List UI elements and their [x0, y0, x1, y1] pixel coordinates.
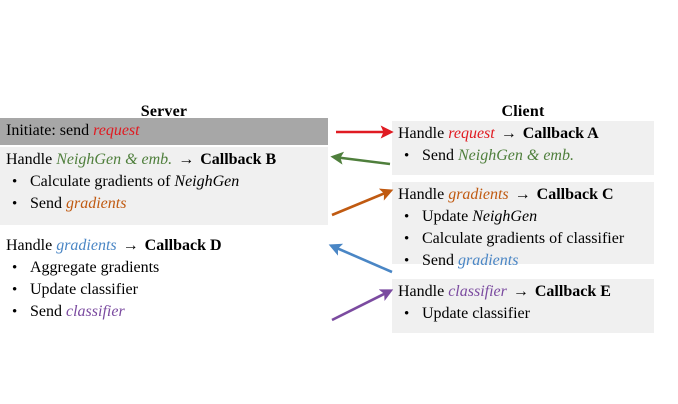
client-panel-callback-e: Handle classifier → Callback E • Update cl… [392, 279, 654, 333]
right-arrow-icon: → [508, 283, 533, 300]
header-prefix: Handle [398, 283, 449, 300]
client-column-title: Client [501, 103, 545, 120]
bullet-icon: • [12, 260, 18, 276]
arrow-gradients-to-client [331, 188, 394, 217]
bullet-prefix: Update [422, 208, 473, 225]
bullet-prefix: Send [30, 195, 66, 212]
bullet-emphasis: gradients [458, 252, 519, 269]
bullet-text: Aggregate gradients [30, 257, 159, 279]
bullet-text: Send classifier [30, 301, 125, 323]
right-arrow-icon: → [510, 186, 535, 203]
bullet-text: Send gradients [422, 250, 518, 272]
header-emphasis: request [448, 125, 495, 142]
header-callback-label: Callback D [144, 237, 222, 254]
header-prefix: Handle [6, 151, 57, 168]
bullet-prefix: Calculate gradients of classifier [422, 230, 625, 247]
arrow-neighgen [330, 151, 391, 166]
header-emphasis: NeighGen & emb. [56, 151, 173, 168]
bullet-icon: • [404, 148, 410, 164]
bullet-icon: • [404, 306, 410, 322]
bullet-prefix: Send [422, 252, 458, 269]
right-arrow-icon: → [174, 151, 199, 168]
bullet-emphasis: NeighGen [472, 208, 538, 225]
server-panel-bullet: • Calculate gradients of NeighGen [6, 171, 322, 193]
bullet-text: Send gradients [30, 193, 126, 215]
header-emphasis: request [93, 122, 140, 139]
client-panel-bullet: • Send NeighGen & emb. [398, 145, 648, 167]
bullet-text: Update NeighGen [422, 206, 537, 228]
bullet-icon: • [12, 282, 18, 298]
bullet-emphasis: NeighGen & emb. [458, 147, 574, 164]
arrow-gradients-to-server [328, 243, 393, 274]
header-callback-label: Callback B [200, 151, 277, 168]
header-prefix: Initiate: send [6, 122, 94, 139]
bullet-prefix: Update classifier [30, 281, 138, 298]
bullet-emphasis: gradients [66, 195, 127, 212]
bullet-text: Update classifier [30, 279, 138, 301]
client-panel-bullet: • Calculate gradients of classifier [398, 228, 648, 250]
client-panel-bullet: • Update classifier [398, 303, 648, 325]
bullet-prefix: Send [422, 147, 458, 164]
header-prefix: Handle [398, 125, 449, 142]
server-panel-bullet: • Update classifier [6, 279, 322, 301]
header-emphasis: classifier [448, 283, 507, 300]
server-column-title: Server [140, 103, 188, 120]
bullet-text: Update classifier [422, 303, 530, 325]
server-panel-header: Initiate: send request [6, 120, 322, 142]
bullet-icon: • [12, 196, 18, 212]
bullet-text: Calculate gradients of NeighGen [30, 171, 239, 193]
client-panel-bullet: • Update NeighGen [398, 206, 648, 228]
bullet-prefix: Aggregate gradients [30, 259, 160, 276]
bullet-emphasis: classifier [66, 303, 125, 320]
server-panel-callback-b: Handle NeighGen & emb. → Callback B • Calc… [0, 147, 328, 225]
header-callback-label: Callback C [536, 186, 614, 203]
header-prefix: Handle [398, 186, 449, 203]
server-panel-header: Handle gradients → Callback D [6, 235, 322, 257]
client-panel-header: Handle classifier → Callback E [398, 281, 648, 303]
arrow-classifier [331, 289, 394, 322]
bullet-text: Send NeighGen & emb. [422, 145, 574, 167]
bullet-emphasis: NeighGen [174, 173, 240, 190]
bullet-prefix: Update classifier [422, 305, 530, 322]
client-panel-header: Handle gradients → Callback C [398, 184, 648, 206]
bullet-prefix: Calculate gradients of [30, 173, 175, 190]
server-panel-initiate: Initiate: send request [0, 118, 328, 145]
client-panel-header: Handle request → Callback A [398, 123, 648, 145]
bullet-prefix: Send [30, 303, 66, 320]
bullet-text: Calculate gradients of classifier [422, 228, 624, 250]
header-prefix: Handle [6, 237, 57, 254]
server-panel-header: Handle NeighGen & emb. → Callback B [6, 149, 322, 171]
server-panel-bullet: • Send classifier [6, 301, 322, 323]
bullet-icon: • [12, 174, 18, 190]
server-panel-bullet: • Send gradients [6, 193, 322, 215]
bullet-icon: • [404, 253, 410, 269]
bullet-icon: • [404, 209, 410, 225]
client-panel-bullet: • Send gradients [398, 250, 648, 272]
server-panel-bullet: • Aggregate gradients [6, 257, 322, 279]
client-panel-callback-c: Handle gradients → Callback C • Update Nei… [392, 182, 654, 269]
header-callback-label: Callback E [534, 283, 611, 300]
header-callback-label: Callback A [522, 125, 599, 142]
client-panel-callback-a: Handle request → Callback A • Send NeighGe… [392, 121, 654, 175]
header-emphasis: gradients [56, 237, 117, 254]
header-emphasis: gradients [448, 186, 509, 203]
server-panel-callback-d: Handle gradients → Callback D • Aggregate … [0, 233, 328, 329]
right-arrow-icon: → [118, 237, 143, 254]
bullet-icon: • [404, 231, 410, 247]
bullet-icon: • [12, 304, 18, 320]
right-arrow-icon: → [496, 125, 521, 142]
